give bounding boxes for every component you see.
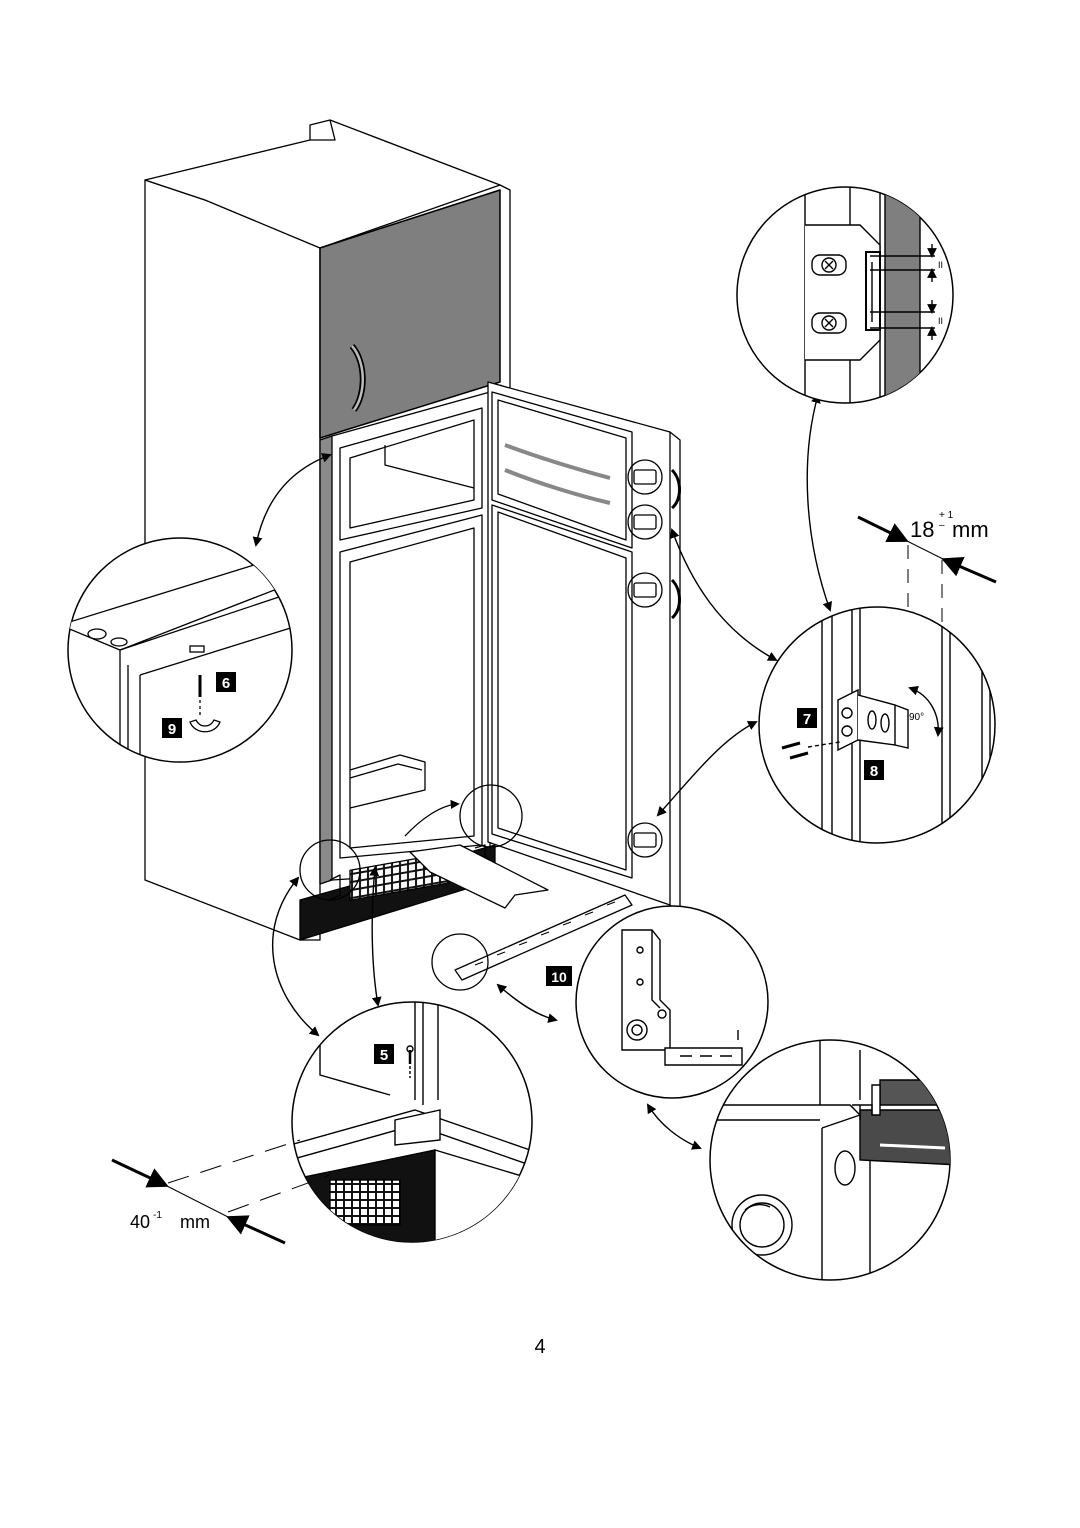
side-gap-tolerance-plus: + 1 — [939, 510, 954, 521]
detail-marker-rail — [431, 933, 489, 991]
step-badge-9: 9 — [162, 718, 182, 738]
step-badge-10: 10 — [546, 966, 572, 986]
detail-marker-door-bottom — [459, 784, 523, 848]
step-6-label: 6 — [222, 675, 230, 692]
door-hinges — [627, 459, 663, 858]
svg-text:II: II — [938, 316, 943, 326]
step-badges: 6 9 7 8 5 10 — [162, 672, 884, 1064]
step-badge-8: 8 — [864, 760, 884, 780]
detail-circle-bracket — [575, 905, 769, 1099]
cabinet-top — [144, 119, 501, 249]
bottom-gap-value: 40 — [130, 1212, 150, 1232]
step-8-label: 8 — [870, 763, 878, 780]
step-badge-7: 7 — [797, 708, 817, 728]
step-10-label: 10 — [551, 969, 567, 985]
step-badge-6: 6 — [216, 672, 236, 692]
fridge-compartment — [339, 514, 483, 859]
connector-arrows — [252, 393, 832, 1150]
side-gap-unit: mm — [952, 517, 989, 542]
angle-label: 90° — [909, 712, 924, 723]
bottom-gap-dimension: 40 -1 mm — [111, 1139, 331, 1245]
insertion-arrow — [409, 844, 549, 909]
detail-circle-top-fixing — [67, 537, 293, 763]
bottom-gap-unit: mm — [180, 1212, 210, 1232]
step-5-label: 5 — [380, 1047, 388, 1064]
detail-circle-hinge-gap: II II — [736, 186, 954, 404]
bottom-gap-tolerance: -1 — [153, 1210, 162, 1221]
detail-circle-plinth-fixing — [709, 1039, 951, 1281]
side-gap-value: 18 — [910, 517, 934, 542]
cabinet-front-strip — [319, 435, 333, 885]
mounting-rail — [454, 894, 633, 981]
side-gap-tolerance-minus: – — [939, 520, 945, 531]
step-9-label: 9 — [168, 721, 176, 738]
page-number: 4 — [534, 1336, 546, 1358]
freezer-compartment — [339, 407, 483, 541]
detail-circle-hinge-mount: 90° — [758, 606, 996, 844]
detail-marker-left-bottom — [299, 839, 361, 901]
step-badge-5: 5 — [374, 1044, 394, 1064]
svg-text:II: II — [938, 260, 943, 270]
step-7-label: 7 — [803, 711, 811, 728]
detail-circle-plinth — [291, 1001, 533, 1243]
